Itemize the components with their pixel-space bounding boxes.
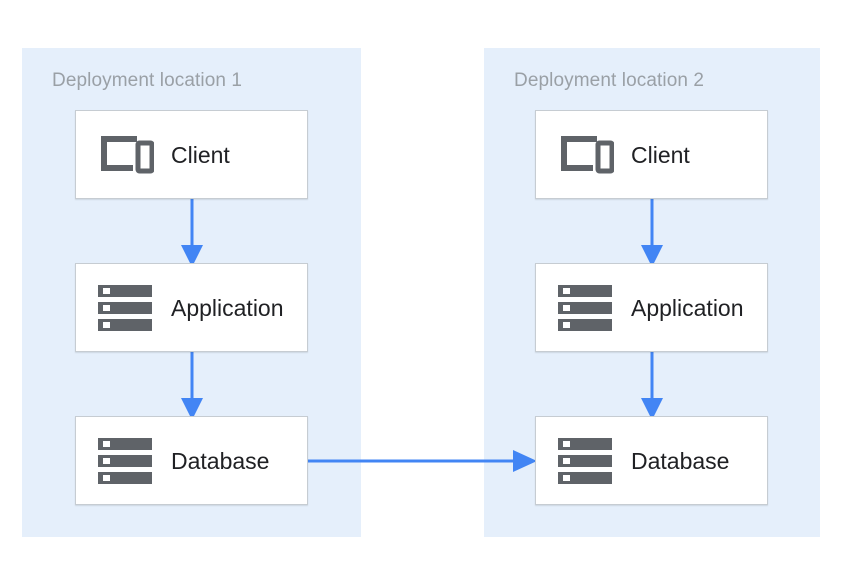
node-client-2[interactable]: Client xyxy=(535,110,768,199)
connector-client-1-to-application-1 xyxy=(181,195,203,267)
node-label-client-2: Client xyxy=(631,141,690,168)
node-application-1[interactable]: Application xyxy=(75,263,308,352)
zone-label-deployment-location-2: Deployment location 2 xyxy=(514,70,705,91)
node-label-database-1: Database xyxy=(171,447,270,474)
server-stack-icon xyxy=(558,437,612,485)
server-stack-icon xyxy=(558,284,612,332)
server-stack-icon xyxy=(98,284,152,332)
node-application-2[interactable]: Application xyxy=(535,263,768,352)
devices-icon xyxy=(558,134,614,176)
node-label-application-2: Application xyxy=(631,294,744,321)
node-database-1[interactable]: Database xyxy=(75,416,308,505)
connector-database-1-to-database-2 xyxy=(303,450,537,472)
node-database-2[interactable]: Database xyxy=(535,416,768,505)
node-label-database-2: Database xyxy=(631,447,730,474)
connector-application-2-to-database-2 xyxy=(641,348,663,420)
connector-client-2-to-application-2 xyxy=(641,195,663,267)
server-stack-icon xyxy=(98,437,152,485)
node-label-client-1: Client xyxy=(171,141,230,168)
zone-label-deployment-location-1: Deployment location 1 xyxy=(52,70,243,91)
node-client-1[interactable]: Client xyxy=(75,110,308,199)
connector-application-1-to-database-1 xyxy=(181,348,203,420)
devices-icon xyxy=(98,134,154,176)
node-label-application-1: Application xyxy=(171,294,284,321)
